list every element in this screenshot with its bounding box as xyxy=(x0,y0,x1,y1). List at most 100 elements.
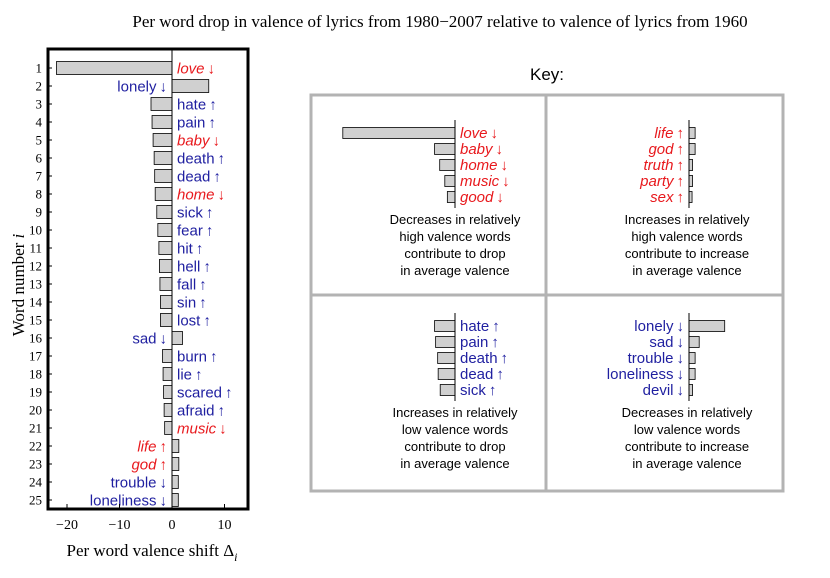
y-tick-24: 24 xyxy=(29,475,43,490)
key-bar-pain xyxy=(435,336,456,348)
bar-17 xyxy=(162,349,173,363)
key-word-god: god ↑ xyxy=(648,141,684,158)
key-caption-line: high valence words xyxy=(399,229,511,244)
word-label-sad: sad ↓ xyxy=(132,331,167,348)
word-label-home: home ↓ xyxy=(177,187,225,204)
y-tick-6: 6 xyxy=(36,151,43,166)
word-label-music: music ↓ xyxy=(177,421,227,438)
key-word-truth: truth ↑ xyxy=(643,157,684,174)
chart-title: Per word drop in valence of lyrics from … xyxy=(132,12,747,31)
word-label-hate: hate ↑ xyxy=(177,97,217,114)
key-word-trouble: trouble ↓ xyxy=(628,350,684,367)
x-tick-label: 10 xyxy=(218,518,232,533)
word-label-sin: sin ↑ xyxy=(177,295,207,312)
key-word-love: love ↓ xyxy=(460,125,498,142)
bar-4 xyxy=(151,115,173,129)
key-quadrant-3: hate ↑pain ↑death ↑dead ↑sick ↑Increases… xyxy=(393,313,518,471)
key-word-baby: baby ↓ xyxy=(460,141,503,158)
key-word-good: good ↓ xyxy=(460,189,504,206)
key-word-pain: pain ↑ xyxy=(460,334,499,351)
key-bar-home xyxy=(439,159,456,171)
y-tick-5: 5 xyxy=(36,133,43,148)
y-tick-12: 12 xyxy=(29,259,42,274)
bar-9 xyxy=(156,205,173,219)
key-bar-hate xyxy=(434,320,456,332)
x-tick-label: −10 xyxy=(109,518,131,533)
y-tick-23: 23 xyxy=(29,457,42,472)
y-tick-2: 2 xyxy=(36,79,43,94)
bar-6 xyxy=(153,151,173,165)
key-bar-sad xyxy=(688,336,700,348)
y-tick-17: 17 xyxy=(29,349,43,364)
word-label-death: death ↑ xyxy=(177,151,225,168)
key-bar-lonely xyxy=(688,320,726,332)
key-quadrant-2: life ↑god ↑truth ↑party ↑sex ↑Increases … xyxy=(625,120,750,278)
bar-16 xyxy=(171,331,183,345)
y-tick-9: 9 xyxy=(36,205,43,220)
y-tick-14: 14 xyxy=(29,295,43,310)
word-label-lie: lie ↑ xyxy=(177,367,203,384)
key-bar-dead xyxy=(437,368,456,380)
key-word-loneliness: loneliness ↓ xyxy=(607,366,684,383)
word-label-trouble: trouble ↓ xyxy=(111,475,167,492)
y-tick-11: 11 xyxy=(29,241,42,256)
key-caption-line: Increases in relatively xyxy=(625,212,750,227)
y-tick-3: 3 xyxy=(36,97,43,112)
y-tick-7: 7 xyxy=(36,169,43,184)
key-word-sex: sex ↑ xyxy=(650,189,684,206)
key-quadrant-4: lonely ↓sad ↓trouble ↓loneliness ↓devil … xyxy=(607,313,753,471)
key-bar-devil xyxy=(688,384,693,396)
key-caption-line: contribute to increase xyxy=(625,246,749,261)
y-tick-20: 20 xyxy=(29,403,42,418)
word-label-god: god ↑ xyxy=(131,457,167,474)
bar-14 xyxy=(160,295,173,309)
key-bar-loneliness xyxy=(688,368,696,380)
key-word-sick: sick ↑ xyxy=(460,382,496,399)
key-bar-death xyxy=(437,352,456,364)
key-bar-love xyxy=(342,127,456,139)
bar-7 xyxy=(154,169,173,183)
key-bar-sick xyxy=(439,384,456,396)
y-tick-15: 15 xyxy=(29,313,42,328)
bar-24 xyxy=(171,475,179,489)
key-caption-line: in average valence xyxy=(400,456,509,471)
y-tick-16: 16 xyxy=(29,331,43,346)
word-label-lonely: lonely ↓ xyxy=(117,79,167,96)
key-caption-line: Increases in relatively xyxy=(393,405,518,420)
word-label-life: life ↑ xyxy=(137,439,167,456)
word-label-baby: baby ↓ xyxy=(177,133,220,150)
bar-11 xyxy=(158,241,173,255)
bar-8 xyxy=(154,187,173,201)
bar-13 xyxy=(159,277,173,291)
key-bar-truth xyxy=(688,159,693,171)
key-word-music: music ↓ xyxy=(460,173,510,190)
key-caption-line: contribute to drop xyxy=(404,439,505,454)
key-title: Key: xyxy=(530,65,564,84)
key-bar-music xyxy=(444,175,456,187)
bar-19 xyxy=(163,385,173,399)
bar-3 xyxy=(150,97,173,111)
y-tick-25: 25 xyxy=(29,493,42,508)
word-label-fall: fall ↑ xyxy=(177,277,207,294)
bar-25 xyxy=(171,493,179,507)
bar-21 xyxy=(164,421,173,435)
word-labels-group: love ↓lonely ↓hate ↑pain ↑baby ↓death ↑d… xyxy=(90,61,233,510)
bar-12 xyxy=(158,259,173,273)
word-label-hit: hit ↑ xyxy=(177,241,203,258)
key-quadrants: love ↓baby ↓home ↓music ↓good ↓Decreases… xyxy=(342,120,753,471)
bar-10 xyxy=(157,223,173,237)
word-label-afraid: afraid ↑ xyxy=(177,403,225,420)
key-caption-line: in average valence xyxy=(632,456,741,471)
main-chart: love ↓lonely ↓hate ↑pain ↑baby ↓death ↑d… xyxy=(9,47,250,564)
key-word-life: life ↑ xyxy=(654,125,684,142)
key-word-sad: sad ↓ xyxy=(649,334,684,351)
word-label-loneliness: loneliness ↓ xyxy=(90,493,167,510)
bar-20 xyxy=(163,403,173,417)
y-tick-13: 13 xyxy=(29,277,42,292)
bar-1 xyxy=(56,61,173,75)
x-axis-label: Per word valence shift Δi xyxy=(66,541,237,564)
key-bar-trouble xyxy=(688,352,696,364)
bar-23 xyxy=(171,457,180,471)
key-bar-life xyxy=(688,127,696,139)
